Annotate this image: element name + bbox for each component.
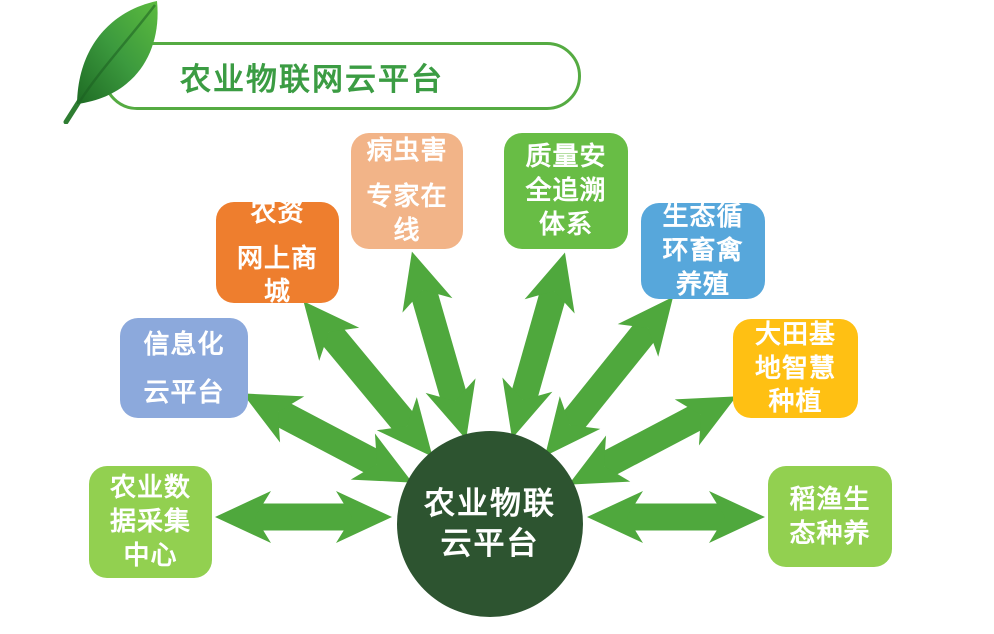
arrow-eco-livestock (544, 296, 674, 457)
node-label-line: 环畜禽 (662, 235, 744, 266)
node-label-line: 养殖 (675, 268, 730, 299)
node-label-line: 地智慧 (754, 352, 836, 383)
node-label-line: 网上商 (236, 242, 318, 273)
node-quality-traceability: 质量安 全追溯 体系 (504, 133, 628, 249)
arrow-info-cloud-platform (242, 393, 413, 483)
page-title: 农业物联网云平台 (180, 61, 444, 97)
arrow-quality-traceability (502, 252, 575, 439)
node-label-line: 城 (263, 276, 291, 307)
arrow-smart-field-planting (568, 396, 737, 485)
node-label-line: 体系 (538, 208, 593, 239)
hub-label-line: 农业物联 (424, 486, 556, 522)
node-label-line: 农资 (250, 196, 305, 227)
node-eco-livestock: 生态循 环畜禽 养殖 (641, 201, 765, 299)
title-banner: 农业物联网云平台 (103, 42, 581, 110)
node-agri-supplies-mall: 农资 网上商 城 (216, 197, 339, 306)
node-label-line: 生态循 (662, 201, 744, 232)
node-label-line: 农业数 (109, 472, 191, 503)
node-pest-experts-online: 病虫害 专家在 线 (351, 133, 463, 249)
node-rice-fish-farming: 稻渔生 态种养 (768, 466, 892, 567)
node-label-line: 稻渔生 (789, 483, 871, 514)
node-label-line: 全追溯 (525, 175, 607, 206)
node-label-line: 专家在 (366, 181, 448, 212)
node-label-line: 大田基 (754, 318, 836, 349)
node-info-cloud-platform: 信息化 云平台 (120, 318, 248, 418)
node-label-line: 病虫害 (366, 135, 448, 166)
node-label-line: 中心 (123, 539, 178, 570)
arrow-pest-experts-online (402, 251, 476, 440)
node-label-line: 态种养 (789, 517, 871, 548)
node-label-line: 信息化 (143, 328, 225, 359)
hub-label-line: 云平台 (440, 526, 540, 561)
node-label-line: 线 (393, 214, 421, 245)
node-label-line: 种植 (768, 386, 823, 417)
node-smart-field-planting: 大田基 地智慧 种植 (733, 319, 858, 418)
hub-circle: 农业物联 云平台 (397, 431, 583, 617)
node-agri-data-center: 农业数 据采集 中心 (89, 466, 212, 578)
arrow-agri-supplies-mall (303, 301, 433, 457)
node-label-line: 云平台 (143, 377, 225, 407)
leaf-icon (56, 0, 182, 125)
node-label-line: 质量安 (525, 141, 607, 172)
node-label-line: 据采集 (109, 506, 191, 537)
